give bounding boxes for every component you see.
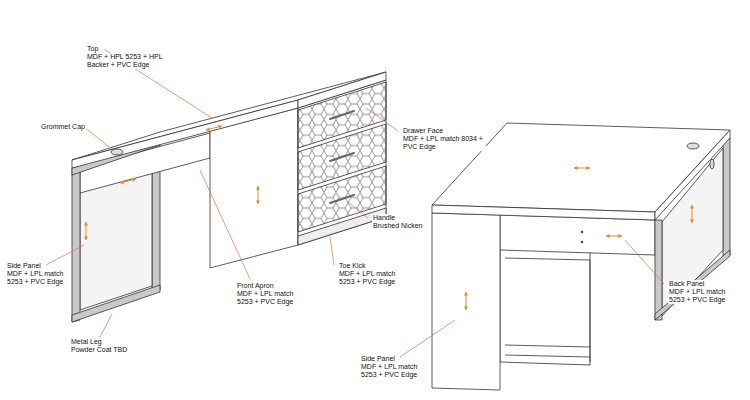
part-name: Grommet Cap	[40, 123, 86, 131]
part-name: Side Panel	[360, 355, 396, 363]
handle-bars	[330, 111, 354, 203]
part-name: Handle	[372, 214, 396, 222]
part-name: Front Apron	[236, 282, 275, 290]
finish-spec: Powder Coat TBD	[70, 346, 128, 354]
leader-lines	[46, 49, 664, 357]
material-spec: MDF + LPL match 8034 + PVC Edge	[402, 135, 486, 151]
material-spec: MDF + LPL match 5253 + PVC Edge	[236, 290, 300, 306]
part-name: Top	[86, 45, 99, 53]
material-spec: MDF + LPL match 5253 + PVC Edge	[668, 288, 732, 304]
part-name: Side Panel	[6, 262, 42, 270]
material-spec: MDF + LPL match 5253 + PVC Edge	[360, 363, 424, 379]
part-name: Toe Kick	[338, 262, 366, 270]
material-spec: MDF + HPL 5253 + HPL Backer + PVC Edge	[86, 53, 168, 69]
material-spec: MDF + LPL match 5253 + PVC Edge	[338, 270, 402, 286]
part-name: Drawer Face	[402, 127, 444, 135]
part-name: Metal Leg	[70, 338, 103, 346]
material-spec: MDF + LPL match 5253 + PVC Edge	[6, 270, 70, 286]
finish-spec: Brushed Nicken	[372, 222, 423, 230]
part-name: Back Panel	[668, 280, 705, 288]
grain-arrows	[86, 126, 692, 310]
